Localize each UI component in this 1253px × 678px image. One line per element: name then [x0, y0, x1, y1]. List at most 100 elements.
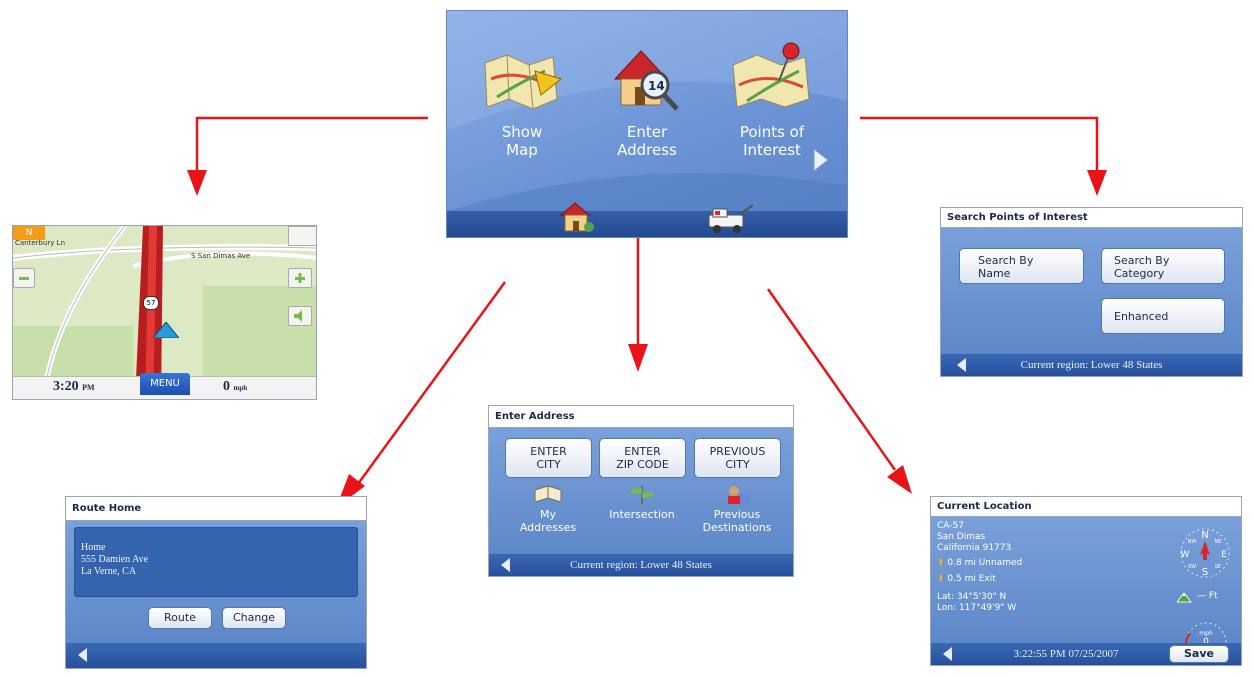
location-road: CA-57 — [937, 521, 964, 531]
previous-city-line1: PREVIOUS — [709, 445, 766, 458]
intersection-label: Intersection — [609, 508, 675, 521]
enhanced-search-button[interactable]: Enhanced — [1101, 298, 1225, 334]
up-arrow-icon: ⬆ — [937, 558, 945, 568]
previous-destinations-line1: Previous — [713, 508, 761, 521]
search-by-name-line2: Name — [978, 267, 1011, 280]
next-page-arrow-icon[interactable] — [811, 147, 831, 173]
main-menu-bottom-bar — [447, 202, 847, 237]
speedometer-gauge-icon: mph 0 — [1185, 622, 1227, 645]
show-map-label-line2: Map — [506, 141, 538, 159]
enter-zip-code-button[interactable]: ENTER ZIP CODE — [599, 438, 686, 478]
gauge-value: 0 — [1203, 637, 1209, 645]
clock-time: 3:20 — [53, 379, 79, 394]
current-location-screen: Current Location CA-57 San Dimas Califor… — [930, 496, 1242, 666]
speed-display: 0 mph — [223, 379, 293, 395]
map-top-right-panel — [288, 226, 316, 246]
next-road-info: 0.8 mi Unnamed — [947, 558, 1023, 568]
house-magnifier-icon: 14 — [613, 50, 679, 111]
route-home-body: Home 555 Damien Ave La Verne, CA Route C… — [66, 521, 366, 643]
my-addresses-line2: Addresses — [519, 521, 577, 534]
plus-icon — [295, 273, 305, 283]
back-arrow-icon[interactable] — [501, 558, 510, 572]
latitude: Lat: 34°5'30" N — [937, 592, 1007, 602]
compass-e: E — [1221, 550, 1227, 560]
previous-city-line2: CITY — [725, 458, 750, 471]
address-book-icon — [534, 485, 562, 503]
vehicle-position-icon — [153, 322, 179, 338]
enter-address-body: ENTER CITY ENTER ZIP CODE PREVIOUS CITY … — [489, 428, 793, 556]
back-arrow-icon[interactable] — [78, 648, 87, 662]
enter-zip-line1: ENTER — [624, 445, 661, 458]
previous-city-button[interactable]: PREVIOUS CITY — [694, 438, 781, 478]
zoom-out-button[interactable] — [13, 268, 35, 288]
minus-icon — [19, 277, 29, 280]
compass-badge[interactable]: N — [13, 226, 45, 240]
previous-destinations-line2: Destinations — [702, 521, 772, 534]
search-by-category-button[interactable]: Search By Category — [1101, 248, 1225, 284]
route-shield: 57 — [143, 296, 159, 310]
arrow-to-map-screen — [187, 116, 428, 196]
enter-city-line2: CITY — [536, 458, 561, 471]
save-button[interactable]: Save — [1169, 645, 1229, 663]
show-map-button[interactable] — [475, 49, 567, 115]
timestamp: 3:22:55 PM 07/25/2007 — [1013, 648, 1119, 660]
search-poi-title: Search Points of Interest — [941, 208, 1242, 228]
current-location-body: CA-57 San Dimas California 91773 ⬆ 0.8 m… — [931, 517, 1241, 645]
down-arrow-icon: ⬇ — [937, 574, 945, 584]
previous-destinations-button[interactable]: Previous Destinations — [689, 482, 785, 552]
tow-truck-icon[interactable] — [705, 201, 757, 235]
compass-rose-icon: N S E W NW NE SW SE — [1180, 528, 1230, 578]
enter-address-title: Enter Address — [489, 406, 793, 428]
map-screen: N Canterbury Ln S San Dimas Ave 57 3:20 … — [12, 225, 317, 400]
map-status-bar: 3:20 PM MENU 0 mph — [13, 373, 316, 399]
previous-destinations-icon — [728, 486, 750, 504]
search-by-name-button[interactable]: Search By Name — [959, 248, 1084, 284]
region-label: Current region: Lower 48 States — [570, 559, 712, 571]
points-of-interest-button[interactable] — [727, 41, 819, 115]
enter-address-footer: Current region: Lower 48 States — [489, 554, 793, 576]
speed-value: 0 — [223, 379, 230, 394]
compass-nw: NW — [1188, 539, 1197, 545]
volume-button[interactable] — [288, 306, 312, 326]
street-label-top-left: Canterbury Ln — [15, 239, 66, 247]
prev-road-info: 0.5 mi Exit — [947, 574, 996, 584]
region-label: Current region: Lower 48 States — [1020, 359, 1163, 371]
enter-address-label: Enter Address — [592, 123, 702, 159]
my-addresses-line1: My — [539, 508, 556, 521]
route-home-footer — [66, 643, 366, 668]
compass-se: SE — [1215, 564, 1221, 570]
longitude: Lon: 117°49'9" W — [937, 603, 1017, 613]
home-icon[interactable] — [557, 197, 597, 235]
my-addresses-button[interactable]: My Addresses — [503, 482, 593, 552]
zoom-in-button[interactable] — [288, 268, 312, 288]
location-state-zip: California 91773 — [937, 543, 1012, 553]
map-canvas[interactable] — [13, 226, 317, 400]
current-location-footer: 3:22:55 PM 07/25/2007 Save — [931, 643, 1241, 665]
compass-ne: NE — [1215, 539, 1222, 545]
menu-button[interactable]: MENU — [140, 373, 190, 395]
home-address-line3: La Verne, CA — [81, 566, 137, 577]
search-poi-screen: Search Points of Interest Search By Name… — [940, 207, 1243, 377]
search-by-category-line1: Search By — [1114, 254, 1170, 267]
current-location-title: Current Location — [931, 497, 1241, 517]
arrow-to-search-poi — [860, 116, 1107, 196]
compass-sw: SW — [1188, 564, 1196, 570]
enter-city-button[interactable]: ENTER CITY — [505, 438, 592, 478]
route-button[interactable]: Route — [148, 607, 212, 629]
show-map-label: Show Map — [467, 123, 577, 159]
back-arrow-icon[interactable] — [943, 647, 952, 661]
address-number-badge: 14 — [648, 79, 665, 93]
enter-address-screen: Enter Address ENTER CITY ENTER ZIP CODE … — [488, 405, 794, 577]
route-home-title: Route Home — [66, 497, 366, 521]
clock-ampm: PM — [82, 383, 95, 392]
intersection-button[interactable]: Intersection — [597, 482, 687, 542]
map-pin-icon — [732, 42, 810, 108]
speed-unit: mph — [233, 384, 248, 392]
search-by-name-line1: Search By — [978, 254, 1034, 267]
points-of-interest-label-line2: Interest — [743, 141, 801, 159]
enter-address-label-line1: Enter — [626, 123, 668, 141]
back-arrow-icon[interactable] — [957, 358, 966, 372]
enter-address-button[interactable]: 14 — [607, 41, 687, 119]
arrow-to-route-home — [336, 281, 507, 508]
change-button[interactable]: Change — [222, 607, 286, 629]
